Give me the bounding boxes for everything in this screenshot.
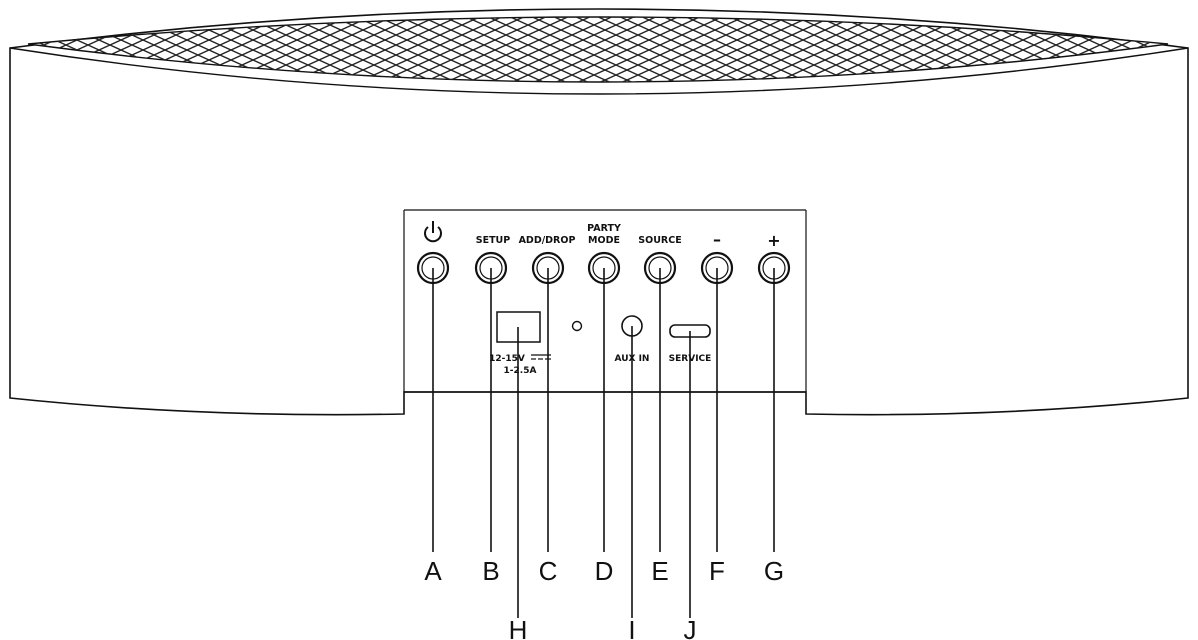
source-label: SOURCE <box>638 235 681 246</box>
setup-label: SETUP <box>476 235 511 246</box>
callout-h: H <box>509 615 528 640</box>
callout-a: A <box>424 556 442 586</box>
plus-label: + <box>767 231 780 250</box>
indicator-led <box>571 320 583 332</box>
voltage-label: 12-15V <box>489 354 525 364</box>
speaker-outline <box>9 8 1189 416</box>
callout-i: I <box>628 615 635 640</box>
speaker-rim-lower <box>9 47 1189 95</box>
mode-label: MODE <box>588 235 620 246</box>
party-label: PARTY <box>587 223 621 234</box>
minus-label: – <box>713 230 721 249</box>
callout-e: E <box>651 556 668 586</box>
speaker-body <box>9 8 1189 416</box>
add-drop-label: ADD/DROP <box>519 235 576 246</box>
callout-c: C <box>539 556 558 586</box>
callout-j: J <box>684 615 697 640</box>
callout-lines <box>432 268 775 618</box>
callout-f: F <box>709 556 725 586</box>
current-label: 1-2.5A <box>504 366 537 376</box>
callout-g: G <box>764 556 784 586</box>
callout-d: D <box>595 556 614 586</box>
callout-b: B <box>482 556 499 586</box>
power-icon <box>424 221 442 243</box>
callout-letters: A B C D E F G H I J <box>424 556 784 640</box>
